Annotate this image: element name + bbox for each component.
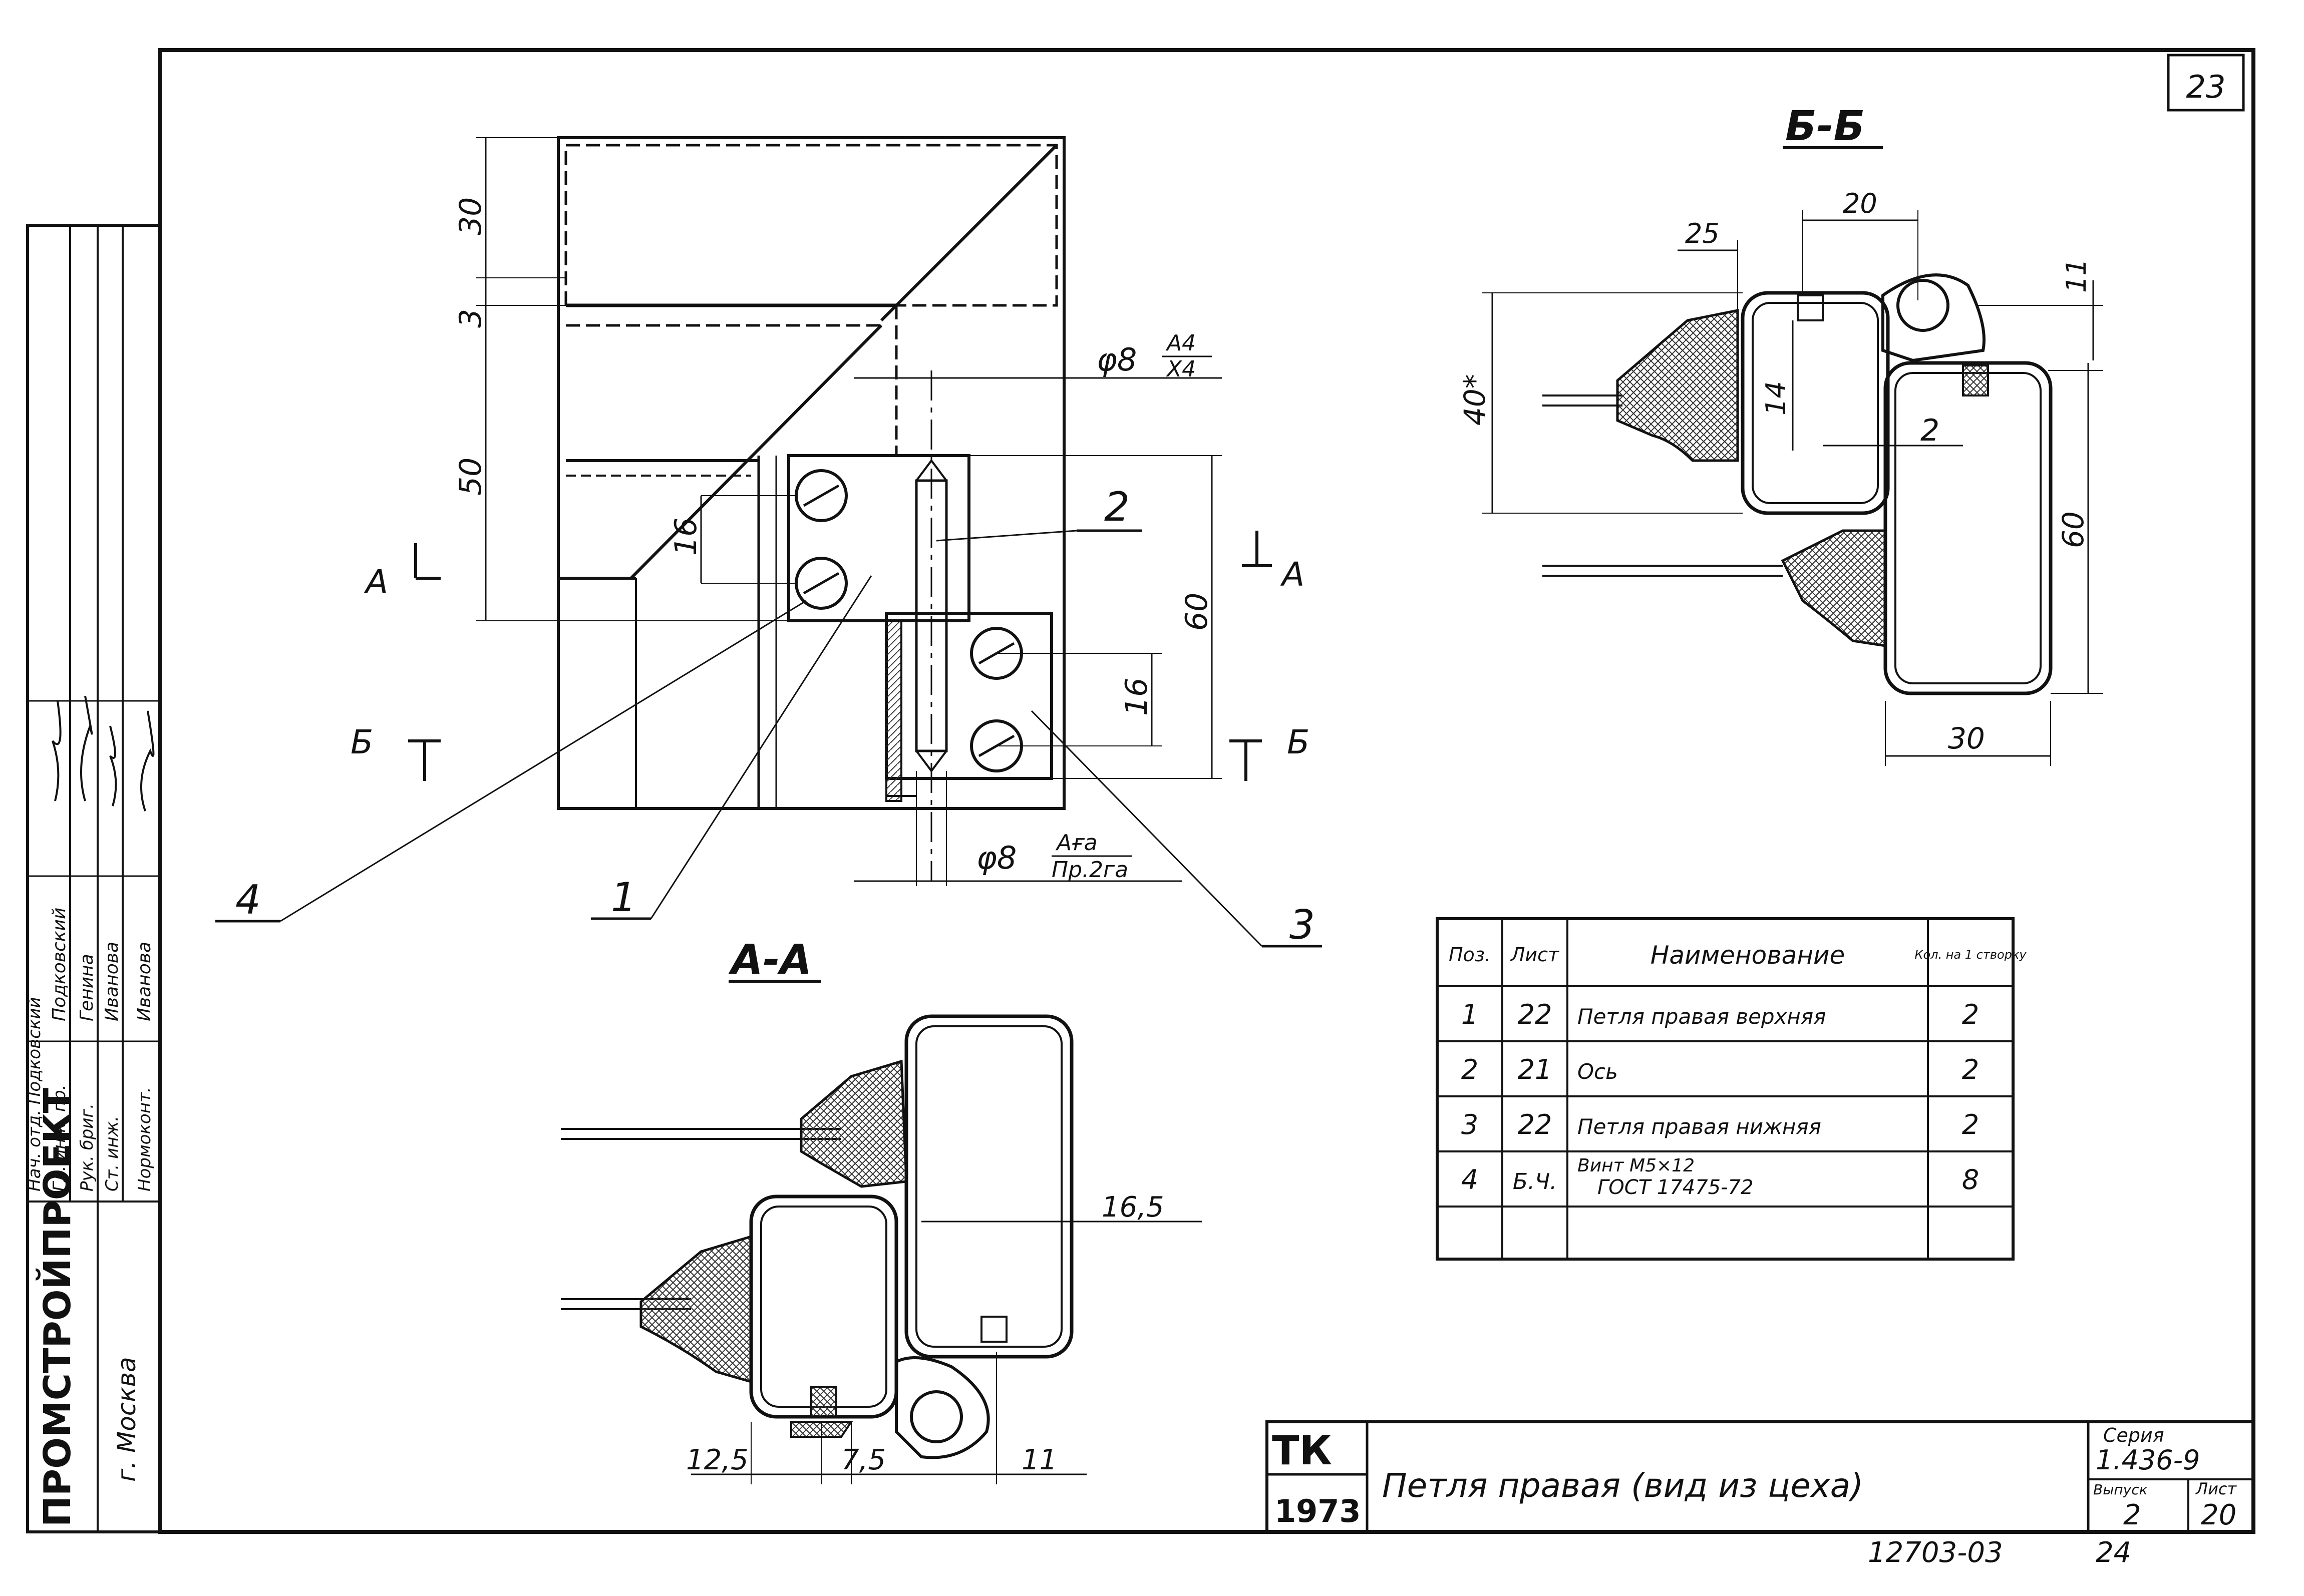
bb-dim-60: 60 bbox=[2056, 511, 2090, 548]
stamp-org: ПРОМСТРОЙПРОЕКТ bbox=[35, 1087, 79, 1527]
title-issue-label: Выпуск bbox=[2093, 1481, 2148, 1498]
parts-table-text: Поз. Лист Наименование Кол. на 1 створку… bbox=[1449, 941, 2027, 1199]
side-stamp: ПРОМСТРОЙПРОЕКТ г. Москва Нач. отд. Подк… bbox=[25, 224, 162, 1533]
section-mark-a-left: А bbox=[364, 563, 388, 601]
table-row-4-name: Винт М5×12 bbox=[1577, 1155, 1695, 1176]
signature-3 bbox=[109, 725, 117, 807]
stamp-city: г. Москва bbox=[112, 1357, 141, 1482]
title-block-text: ТК 1973 Петля правая (вид из цеха) Серия… bbox=[1272, 1424, 2237, 1531]
title-series-label: Серия bbox=[2103, 1424, 2164, 1446]
sheet-number: 23 bbox=[2186, 69, 2226, 105]
phi8-top-den: Х4 bbox=[1166, 356, 1196, 382]
stamp-top-row: Нач. отд. Подковский bbox=[25, 997, 45, 1191]
table-row-2-pos: 2 bbox=[1461, 1054, 1478, 1085]
bb-dim-11: 11 bbox=[2061, 258, 2092, 293]
table-row-3-name: Петля правая нижняя bbox=[1577, 1114, 1821, 1139]
title-series-value: 1.436-9 bbox=[2096, 1444, 2200, 1476]
stamp-role-1: Гл. инж. пр. bbox=[50, 1085, 70, 1191]
dim-60: 60 bbox=[1179, 593, 1214, 631]
table-row-1-sheet: 22 bbox=[1518, 999, 1552, 1030]
table-row-2-sheet: 21 bbox=[1518, 1054, 1552, 1085]
section-mark-a-right: А bbox=[1280, 555, 1304, 594]
bb-dim-30: 30 bbox=[1948, 721, 1985, 755]
footer: 12703-03 24 bbox=[1868, 1536, 2131, 1569]
dim-3: 3 bbox=[453, 309, 488, 328]
dim-16-lower: 16 bbox=[1119, 678, 1154, 716]
stamp-role-2: Рук. бриг. bbox=[77, 1103, 97, 1191]
main-view bbox=[215, 136, 1322, 948]
aa-dim-11: 11 bbox=[1022, 1444, 1057, 1476]
table-row-1-name: Петля правая верхняя bbox=[1577, 1004, 1826, 1029]
aa-dim-7-5: 7,5 bbox=[841, 1444, 886, 1476]
bb-dim-25: 25 bbox=[1685, 218, 1720, 249]
footer-page: 24 bbox=[2096, 1536, 2131, 1569]
dim-30: 30 bbox=[453, 197, 488, 235]
aa-dim-12-5: 12,5 bbox=[686, 1444, 749, 1476]
title-sheet-label: Лист bbox=[2195, 1479, 2237, 1498]
callout-2: 2 bbox=[1104, 484, 1130, 530]
table-row-2-name: Ось bbox=[1577, 1059, 1618, 1084]
title-issue-value: 2 bbox=[2123, 1499, 2141, 1531]
sheet-frame: 23 bbox=[158, 48, 2255, 1534]
title-block bbox=[1265, 1420, 2255, 1533]
callout-1: 1 bbox=[611, 874, 636, 921]
title-main: Петля правая (вид из цеха) bbox=[1382, 1466, 1863, 1505]
table-row-3-pos: 3 bbox=[1461, 1109, 1478, 1140]
stamp-role-4: Нормоконт. bbox=[135, 1087, 155, 1191]
section-mark-b-right: Б bbox=[1287, 723, 1309, 761]
dim-16-upper: 16 bbox=[669, 518, 704, 556]
section-mark-b-left: Б bbox=[351, 723, 373, 761]
phi8-top-num: А4 bbox=[1165, 330, 1196, 356]
table-row-1-qty: 2 bbox=[1962, 999, 1979, 1030]
bb-dim-14: 14 bbox=[1760, 381, 1792, 416]
phi8-bottom: φ8 bbox=[976, 840, 1017, 876]
bb-dim-40: 40* bbox=[1458, 374, 1492, 426]
callout-4: 4 bbox=[235, 877, 261, 923]
aa-dim-16-5: 16,5 bbox=[1102, 1191, 1164, 1224]
phi8-top: φ8 bbox=[1097, 341, 1137, 378]
section-bb-labels: 20 25 11 40* 14 2 60 30 bbox=[1458, 188, 2092, 755]
table-header-pos: Поз. bbox=[1449, 944, 1491, 966]
bb-dim-20: 20 bbox=[1843, 188, 1877, 219]
table-header-sheet: Лист bbox=[1510, 944, 1560, 966]
table-row-4-sheet: Б.Ч. bbox=[1513, 1169, 1557, 1194]
title-sheet-value: 20 bbox=[2201, 1499, 2236, 1531]
stamp-name-2: Генина bbox=[77, 954, 97, 1021]
main-view-labels: 30 3 50 16 60 16 φ8 А4 Х4 φ8 Аға Пр.2га … bbox=[235, 197, 1315, 948]
table-header-name: Наименование bbox=[1651, 941, 1845, 970]
table-row-2-qty: 2 bbox=[1962, 1054, 1979, 1085]
section-aa-labels: 16,5 12,5 7,5 11 bbox=[686, 1191, 1164, 1476]
stamp-name-1: Подковский bbox=[49, 908, 70, 1021]
phi8-bottom-num: Аға bbox=[1055, 830, 1098, 856]
signature-4 bbox=[140, 710, 155, 812]
table-header-qty: Кол. на 1 створку bbox=[1914, 948, 2027, 962]
footer-doc-code: 12703-03 bbox=[1868, 1536, 2003, 1569]
phi8-bottom-den: Пр.2га bbox=[1052, 857, 1128, 883]
stamp-name-4: Иванова bbox=[134, 942, 155, 1021]
dim-50: 50 bbox=[453, 458, 488, 496]
table-row-1-pos: 1 bbox=[1461, 999, 1478, 1030]
bb-dim-2: 2 bbox=[1920, 413, 1939, 448]
table-row-4-qty: 8 bbox=[1962, 1164, 1979, 1195]
title-year: 1973 bbox=[1274, 1493, 1361, 1529]
stamp-role-3: Ст. инж. bbox=[102, 1116, 122, 1191]
signature-1 bbox=[52, 700, 62, 802]
table-row-3-sheet: 22 bbox=[1518, 1109, 1552, 1140]
signature-2 bbox=[80, 695, 93, 802]
stamp-name-3: Иванова bbox=[102, 942, 122, 1021]
table-row-4-name2: ГОСТ 17475-72 bbox=[1597, 1176, 1753, 1199]
table-row-4-pos: 4 bbox=[1461, 1164, 1478, 1195]
section-bb: Б-Б bbox=[1482, 103, 2103, 766]
section-aa: А-А bbox=[561, 936, 1202, 1484]
callout-3: 3 bbox=[1289, 902, 1315, 948]
section-bb-title: Б-Б bbox=[1785, 103, 1865, 150]
section-aa-title: А-А bbox=[728, 936, 812, 984]
parts-table bbox=[1436, 917, 2015, 1261]
title-tk: ТК bbox=[1272, 1427, 1332, 1474]
table-row-3-qty: 2 bbox=[1962, 1109, 1979, 1140]
